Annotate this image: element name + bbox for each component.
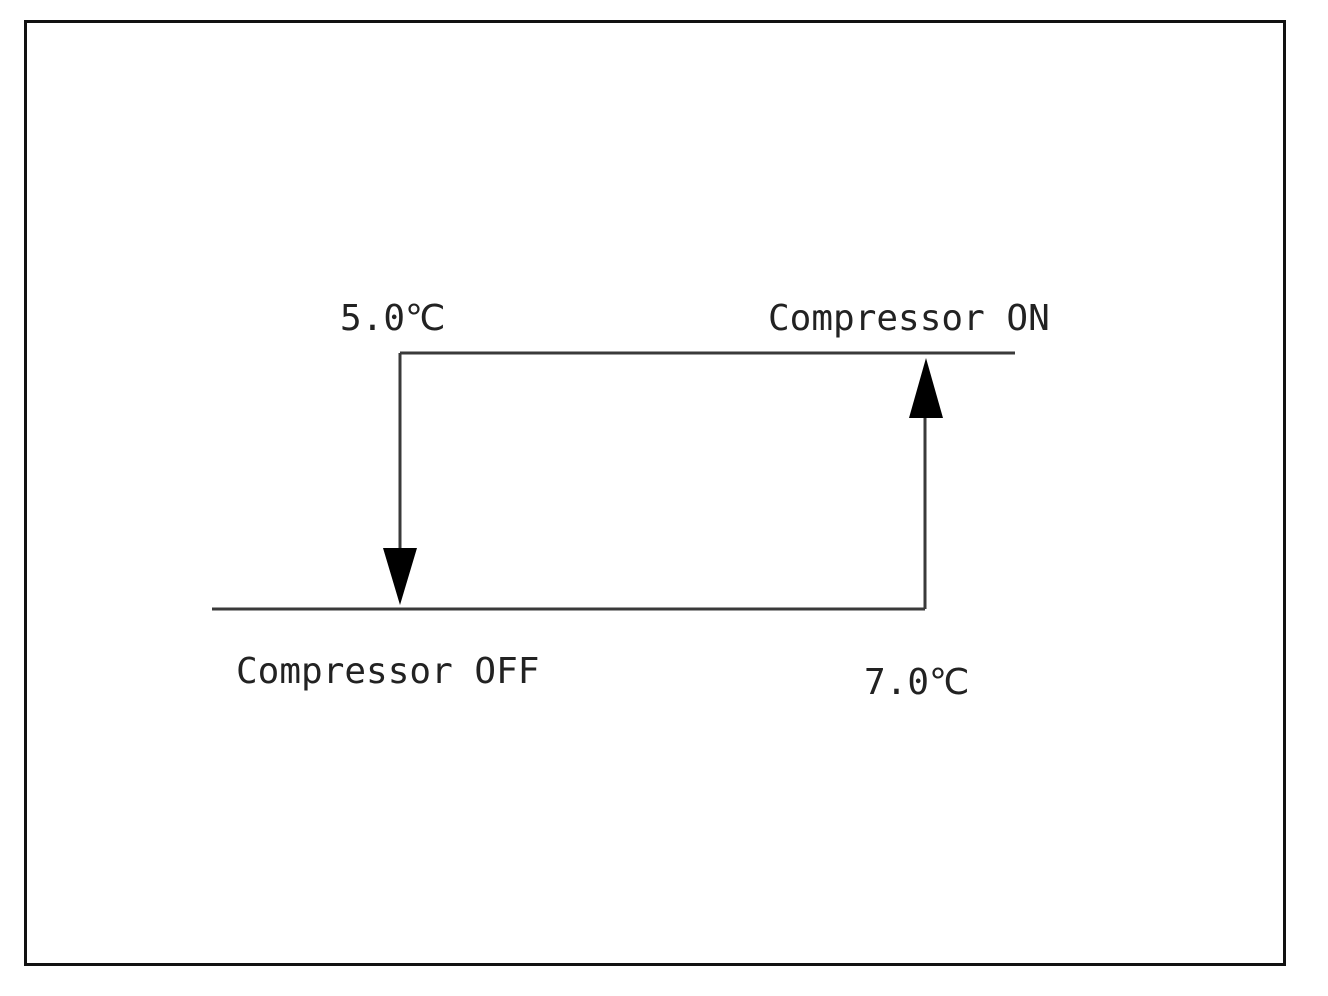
temp-lower-label: 7.0℃ — [864, 662, 969, 703]
diagram-frame — [24, 20, 1286, 966]
temp-upper-label: 5.0℃ — [340, 298, 445, 339]
compressor-on-label: Compressor ON — [768, 298, 1050, 339]
up-arrow-icon — [909, 358, 943, 418]
down-arrow-icon — [383, 548, 417, 605]
compressor-off-label: Compressor OFF — [236, 651, 539, 692]
